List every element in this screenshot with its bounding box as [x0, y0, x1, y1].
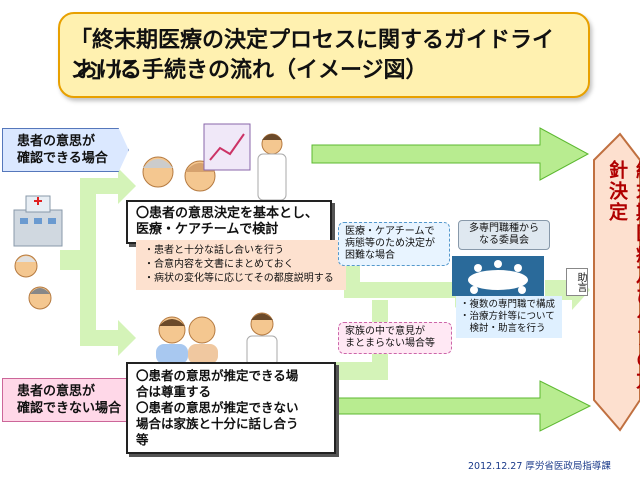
- decision-shape: [593, 132, 640, 432]
- middle-path-lower: [332, 300, 388, 380]
- tag-cannot-confirm-line-2: 確認できない場合: [17, 401, 122, 416]
- tag-cannot-confirm: 患者の意思が 確認できない場合: [2, 378, 143, 422]
- advice-label: 助言: [566, 268, 588, 296]
- committee-detail-1: ・複数の専門職で構成: [460, 299, 556, 310]
- lower-policy-box: 〇患者の意思が推定できる場 合は尊重する 〇患者の意思が推定できない 場合は家族…: [126, 362, 336, 454]
- family-note-line-1: 家族の中で意見が: [345, 326, 425, 337]
- upper-box-line-2: 医療・ケアチームで検討: [136, 222, 279, 237]
- title-line-2: おける手続きの流れ（イメージ図）: [76, 58, 428, 83]
- middle-path-upper: [332, 262, 470, 308]
- committee-detail-2: ・治療方針等について: [460, 311, 555, 322]
- decision-label: 終末期医療及びケアの方針決定: [606, 160, 640, 391]
- family-note-line-2: まとまらない場合等: [345, 338, 435, 349]
- committee-meeting-icon: [452, 256, 544, 296]
- difficult-note-line-3: 困難な場合: [345, 250, 395, 261]
- tag-can-confirm-line-1: 患者の意思が: [17, 134, 96, 149]
- committee-label-line-2: なる委員会: [479, 235, 529, 246]
- tag-can-confirm: 患者の意思が 確認できる場合: [2, 128, 129, 172]
- hospital-icon: [13, 195, 63, 247]
- upper-box-line-1: 〇患者の意思決定を基本とし、: [136, 206, 319, 221]
- doctor-icon-lower: [246, 312, 278, 367]
- difficult-note-line-2: 病態等のため決定が: [345, 238, 435, 249]
- lower-box-line-2: 合は尊重する: [136, 384, 212, 399]
- upper-notes: ・患者と十分な話し合いを行う ・合意内容を文書にまとめておく ・病状の変化等に応…: [136, 240, 346, 290]
- family-disagreement-note: 家族の中で意見が まとまらない場合等: [338, 322, 452, 354]
- left-branch-arrows: [60, 168, 136, 356]
- upper-policy-box: 〇患者の意思決定を基本とし、 医療・ケアチームで検討: [126, 200, 332, 244]
- committee-detail-3: 検討・助言を行う: [460, 323, 546, 334]
- top-flow-arrow: [311, 127, 590, 181]
- lower-box-line-1: 〇患者の意思が推定できる場: [136, 368, 299, 383]
- tag-can-confirm-line-2: 確認できる場合: [17, 151, 108, 166]
- lower-box-line-3: 〇患者の意思が推定できない: [136, 400, 299, 415]
- committee-details: ・複数の専門職で構成 ・治療方針等について 検討・助言を行う: [456, 296, 562, 338]
- upper-note-2: ・合意内容を文書にまとめておく: [144, 259, 294, 270]
- patient-icons-left: [14, 254, 52, 310]
- committee-label-line-1: 多専門職種から: [469, 223, 539, 234]
- footer-source: 2012.12.27 厚労省医政局指導課: [468, 461, 611, 472]
- lower-box-line-4: 場合は家族と十分に話し合う: [136, 416, 299, 431]
- upper-note-3: ・病状の変化等に応じてその都度説明する: [144, 273, 334, 284]
- tag-cannot-confirm-line-1: 患者の意思が: [17, 384, 96, 399]
- upper-note-1: ・患者と十分な話し合いを行う: [144, 245, 284, 256]
- lower-box-line-5: 等: [136, 432, 149, 447]
- committee-label: 多専門職種から なる委員会: [458, 220, 550, 250]
- family-icons-lower: [156, 316, 218, 364]
- doctor-with-chart-icon: [203, 123, 287, 201]
- title-box: [58, 12, 590, 98]
- difficult-note-line-1: 医療・ケアチームで: [345, 226, 435, 237]
- title-line-1: 「終末期医療の決定プロセスに関するガイドライン」に: [70, 28, 555, 83]
- difficult-case-note: 医療・ケアチームで 病態等のため決定が 困難な場合: [338, 222, 450, 266]
- bottom-flow-arrow: [329, 380, 592, 432]
